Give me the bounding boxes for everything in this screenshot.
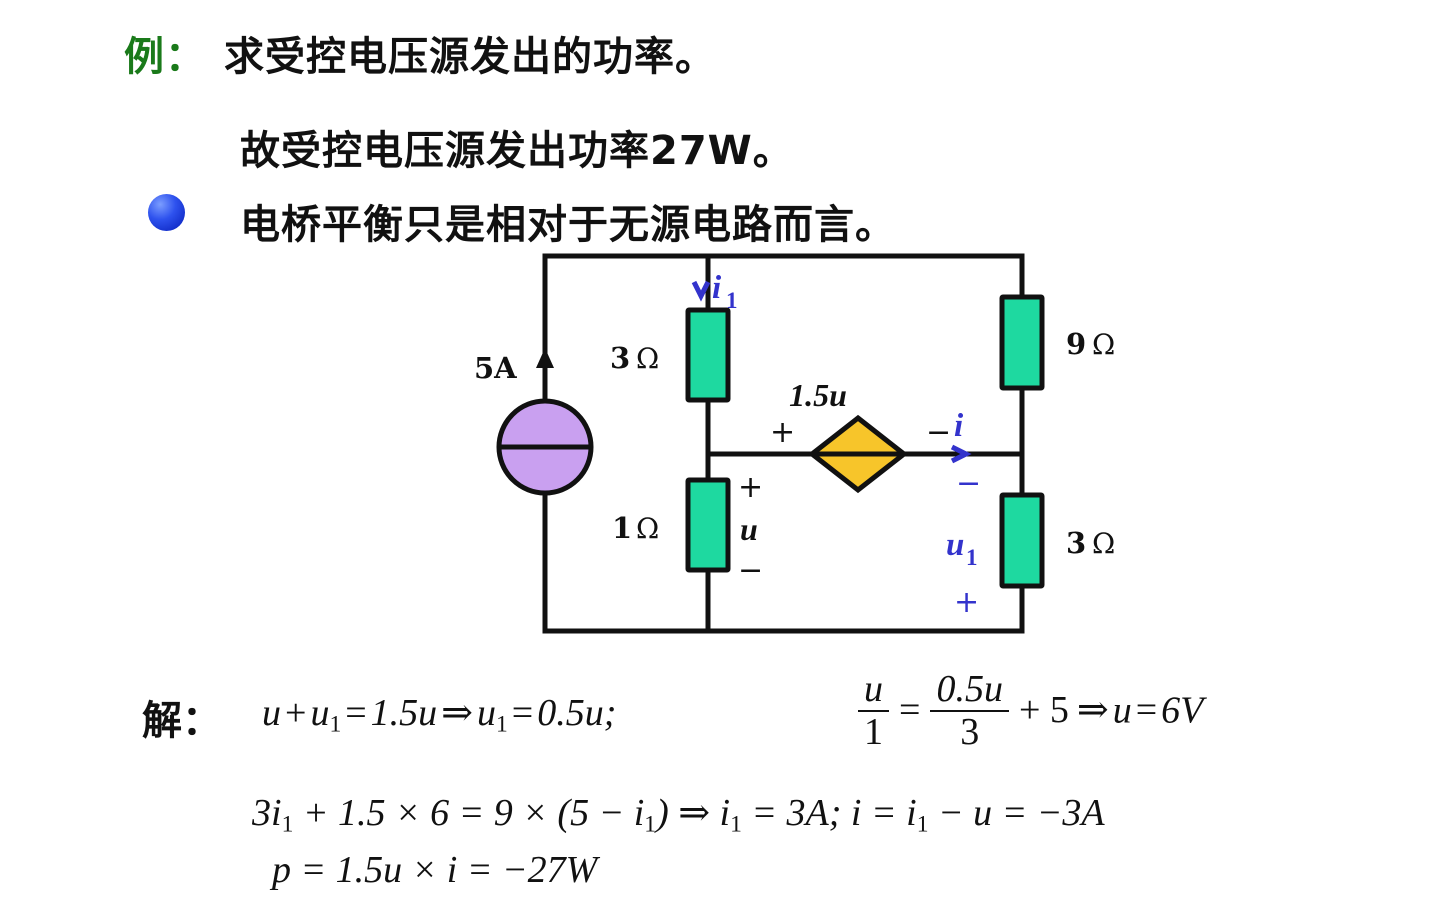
frac1-numerator: u [864, 668, 883, 710]
eq1-plus: + [285, 692, 307, 734]
eq1-result: 0.5u; [537, 692, 617, 734]
i-label: i [954, 408, 964, 444]
resistor-9ohm-body [999, 294, 1045, 391]
eq1-rhs: 1.5u [370, 692, 438, 734]
solution-label: 解： [142, 698, 222, 743]
frac2-numerator: 0.5u [936, 668, 1003, 710]
u1-label: u [946, 527, 964, 563]
frac1-denominator: 1 [858, 709, 889, 754]
eq1r-u: u [1112, 689, 1132, 732]
eq1r-eq: = [899, 689, 921, 732]
resistor-1ohm-value: 1 [612, 511, 632, 545]
eq1-u1: u [310, 692, 330, 734]
eq2-sub-d: 1 [916, 811, 929, 838]
resistor-3ohm-bottom-right-body [999, 492, 1045, 589]
eq2-c: ) ⇒ i [656, 792, 731, 834]
example-text: 求受控电压源发出的功率。 [224, 34, 716, 80]
u1-plus-sign: + [954, 585, 979, 620]
current-source-arrow-head [536, 348, 554, 368]
resistor-9ohm-value: 9 [1066, 327, 1086, 361]
eq1-eq2: = [511, 692, 534, 734]
i1-subscript: 1 [726, 288, 738, 313]
eq2-d: = 3A; i = i [741, 792, 917, 834]
eq1-u1-sub: 1 [329, 711, 342, 738]
eq1r-plus5: + 5 [1018, 689, 1069, 732]
eq1r-eq2: = [1135, 689, 1158, 732]
resistor-3ohm-bottom-right-value: 3 [1066, 526, 1086, 560]
circuit-diagram: .wire { stroke:#111111; stroke-width:5; … [440, 240, 1180, 650]
resistor-3ohm-top-middle-unit: Ω [636, 342, 659, 375]
i1-arrow-head [691, 280, 711, 302]
eq1-u1b-sub: 1 [496, 711, 508, 738]
example-label: 例： [124, 34, 206, 80]
fraction-u-over-1: u 1 [858, 668, 889, 754]
i1-label: i [712, 270, 722, 306]
i-arrow-head [950, 444, 972, 464]
equation-2: 3i1 + 1.5 × 6 = 9 × (5 − i1) ⇒ i1 = 3A; … [252, 790, 1105, 839]
eq1-u: u [262, 692, 281, 734]
eq1-u1b: u [477, 692, 496, 734]
eq1-implies: ⇒ [441, 692, 473, 734]
u-minus-sign: − [738, 553, 763, 588]
eq1-eq: = [345, 692, 367, 734]
resistor-3ohm-top-middle-body [685, 307, 731, 403]
eq2-sub-b: 1 [644, 811, 657, 838]
dependent-source-minus: − [926, 415, 951, 450]
eq2-sub-c: 1 [730, 811, 742, 838]
eq1r-implies: ⇒ [1076, 689, 1109, 732]
eq2-sub-a: 1 [281, 811, 294, 838]
blue-sphere-bullet-icon [148, 194, 185, 231]
u1-minus-sign: − [956, 466, 981, 501]
eq1r-result: 6V [1161, 689, 1204, 732]
eq2-a: 3i [252, 792, 282, 834]
equation-3: p = 1.5u × i = −27W [272, 849, 598, 891]
resistor-1ohm-bottom-middle-body [685, 477, 731, 573]
u1-subscript: 1 [966, 545, 978, 570]
frac2-denominator: 3 [930, 709, 1009, 754]
dependent-source-plus: + [770, 415, 795, 450]
equation-1-left: u+u1=1.5u⇒u1=0.5u; [262, 690, 616, 739]
conclusion-text: 故受控电压源发出功率27W。 [240, 128, 794, 174]
bridge-balance-text: 电桥平衡只是相对于无源电路而言。 [240, 202, 896, 248]
dependent-source-label: 1.5u [789, 377, 847, 413]
u-plus-sign: + [738, 470, 763, 505]
example-heading: 例： 求受控电压源发出的功率。 [124, 24, 716, 82]
current-source-label: 5A [474, 351, 517, 385]
equation-1-right: u 1 = 0.5u 3 + 5⇒u=6V [852, 668, 1204, 755]
resistor-3ohm-top-middle-value: 3 [610, 341, 630, 375]
eq2-e: − u = −3A [928, 792, 1105, 834]
eq2-b: + 1.5 × 6 = 9 × (5 − i [293, 792, 645, 834]
fraction-05u-over-3: 0.5u 3 [930, 668, 1009, 754]
resistor-1ohm-unit: Ω [636, 512, 659, 545]
resistor-9ohm-unit: Ω [1092, 328, 1115, 361]
resistor-3ohm-bottom-right-unit: Ω [1092, 527, 1115, 560]
u-label: u [740, 511, 758, 547]
